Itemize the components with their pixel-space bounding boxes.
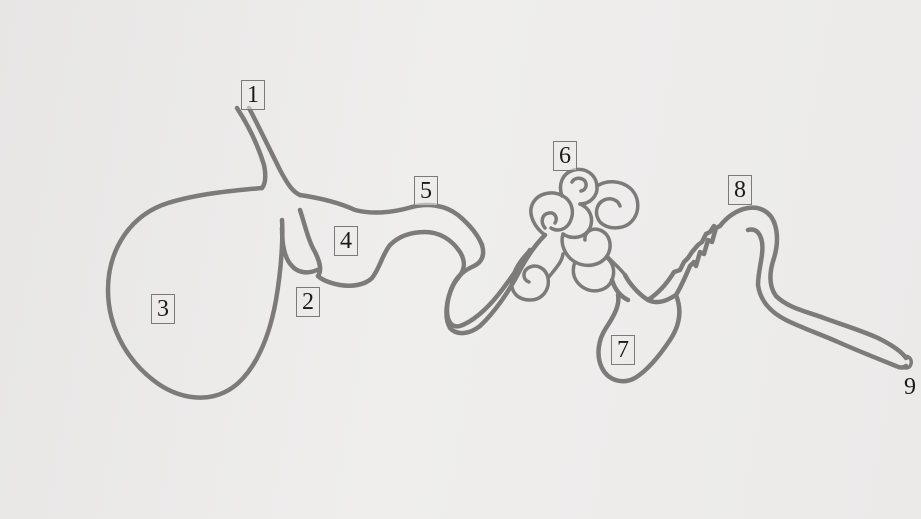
label-3: 3 — [151, 294, 175, 324]
coil-6-j — [548, 254, 563, 278]
coil-6-g — [562, 229, 610, 265]
coil-6-e — [597, 182, 638, 228]
label-5: 5 — [414, 176, 438, 206]
label-4: 4 — [334, 226, 358, 256]
duct-upper-right-line — [249, 108, 300, 195]
label-7: 7 — [611, 335, 635, 365]
label-8: 8 — [728, 175, 752, 205]
segment-7-outline — [599, 275, 680, 381]
part-2-inner-line — [300, 210, 320, 276]
label-6: 6 — [553, 141, 577, 171]
coil-6-c — [572, 178, 586, 191]
label-1: 1 — [241, 80, 265, 110]
segment-8-lower — [748, 230, 906, 368]
duct-upper-left-line — [237, 108, 265, 188]
label-9: 9 — [899, 373, 921, 401]
segment-7-inner — [612, 280, 628, 300]
sac-3-outline — [108, 188, 282, 398]
coil-6-f — [542, 213, 556, 228]
segment-8-upper — [771, 222, 907, 358]
part-4-outline — [300, 195, 482, 245]
label-2: 2 — [296, 287, 320, 317]
